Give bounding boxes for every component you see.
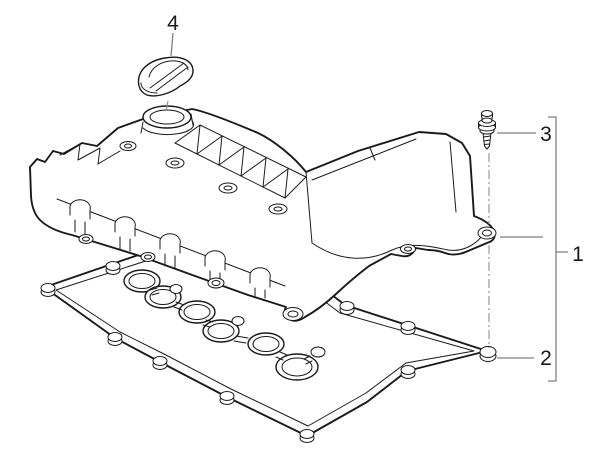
deck-holes bbox=[119, 141, 288, 215]
leader-line-4 bbox=[170, 32, 174, 57]
top-deck-ribs bbox=[59, 124, 307, 199]
oil-filler-cap-drawing bbox=[137, 56, 194, 97]
front-face-details bbox=[56, 198, 286, 299]
callout-label-2: 2 bbox=[540, 347, 552, 370]
gasket-bolt-bosses bbox=[40, 261, 497, 443]
centerlines bbox=[165, 100, 490, 348]
gasket-seal-rings bbox=[123, 269, 326, 381]
callout-layer: 4 3 1 2 bbox=[167, 12, 584, 382]
cover-bolt-holes bbox=[78, 226, 497, 321]
callout-label-3: 3 bbox=[540, 123, 552, 146]
callout-label-4: 4 bbox=[167, 12, 179, 35]
gasket-drawing bbox=[40, 245, 497, 443]
valve-cover-drawing bbox=[29, 105, 497, 322]
mounting-stud-drawing bbox=[478, 110, 496, 150]
coil-box-and-flange bbox=[305, 138, 487, 259]
callout-label-1: 1 bbox=[572, 243, 584, 266]
group-bracket bbox=[548, 116, 568, 382]
